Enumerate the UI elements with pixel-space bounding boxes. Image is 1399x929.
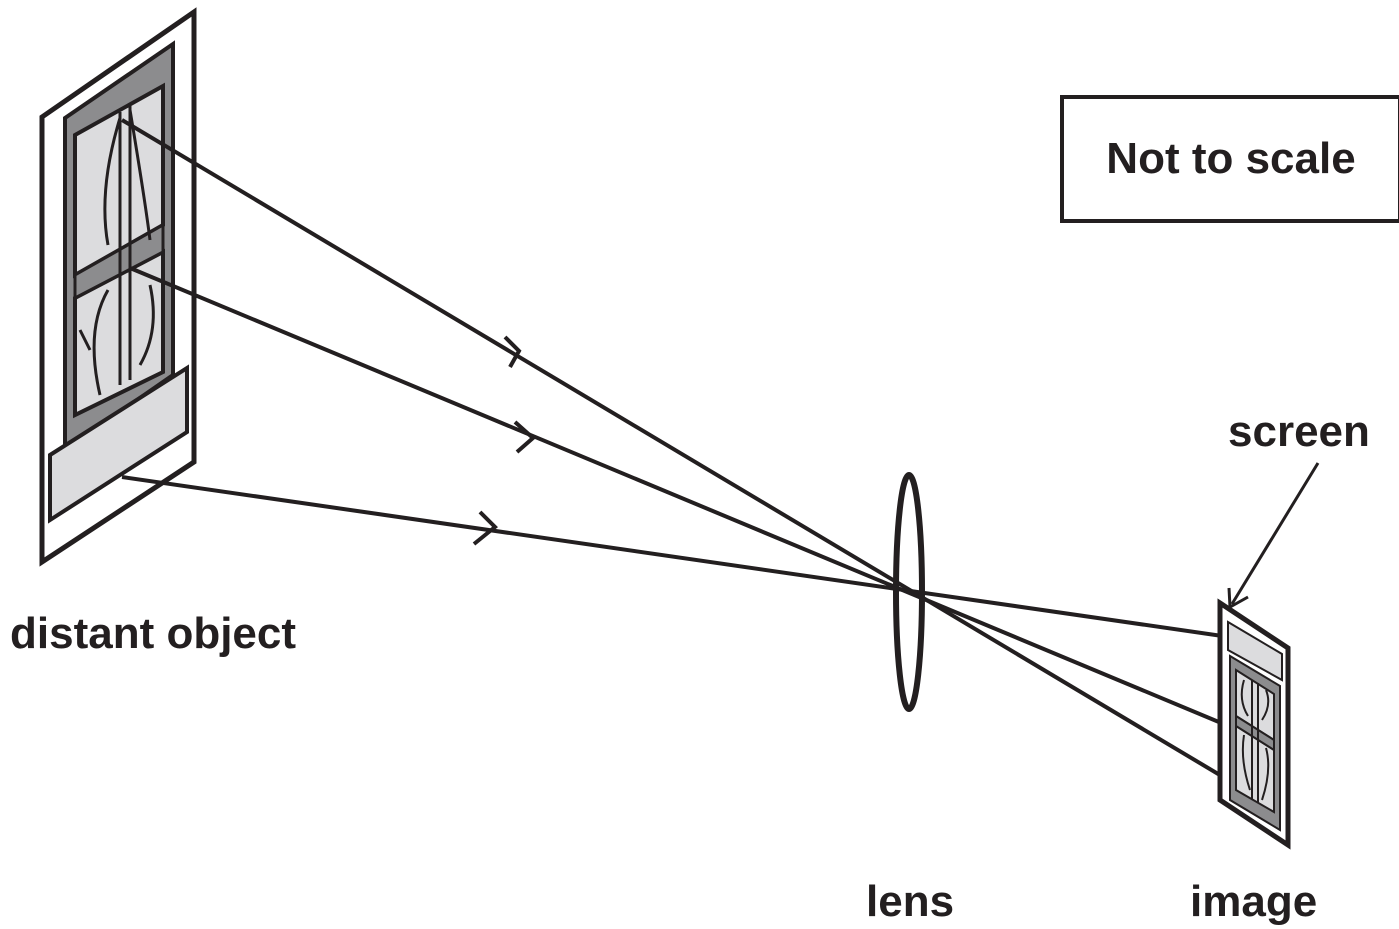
image-sash-bar [1235,714,1275,752]
distant-object-window [39,7,197,567]
lens-shape [893,472,925,712]
not-to-scale-box: Not to scale [1060,95,1399,223]
arrowhead-top [503,335,522,368]
light-rays [120,118,1251,792]
image-curtains [1240,679,1270,803]
distant-object-label: distant object [10,609,297,658]
lens-label: lens [866,877,955,926]
screen-pointer [1227,462,1320,610]
image-top-band [1227,620,1283,682]
ray-bottom [121,475,1251,642]
ray-top [120,118,1247,792]
arrowhead-bottom [472,510,498,546]
ray-middle [129,266,1251,737]
screen-with-image [1217,598,1291,850]
not-to-scale-text: Not to scale [1106,134,1356,183]
image-label: image [1190,877,1318,926]
screen-label: screen [1228,407,1370,456]
window-curtains [78,106,155,396]
window-sill [48,364,189,524]
arrowhead-middle [513,420,537,454]
